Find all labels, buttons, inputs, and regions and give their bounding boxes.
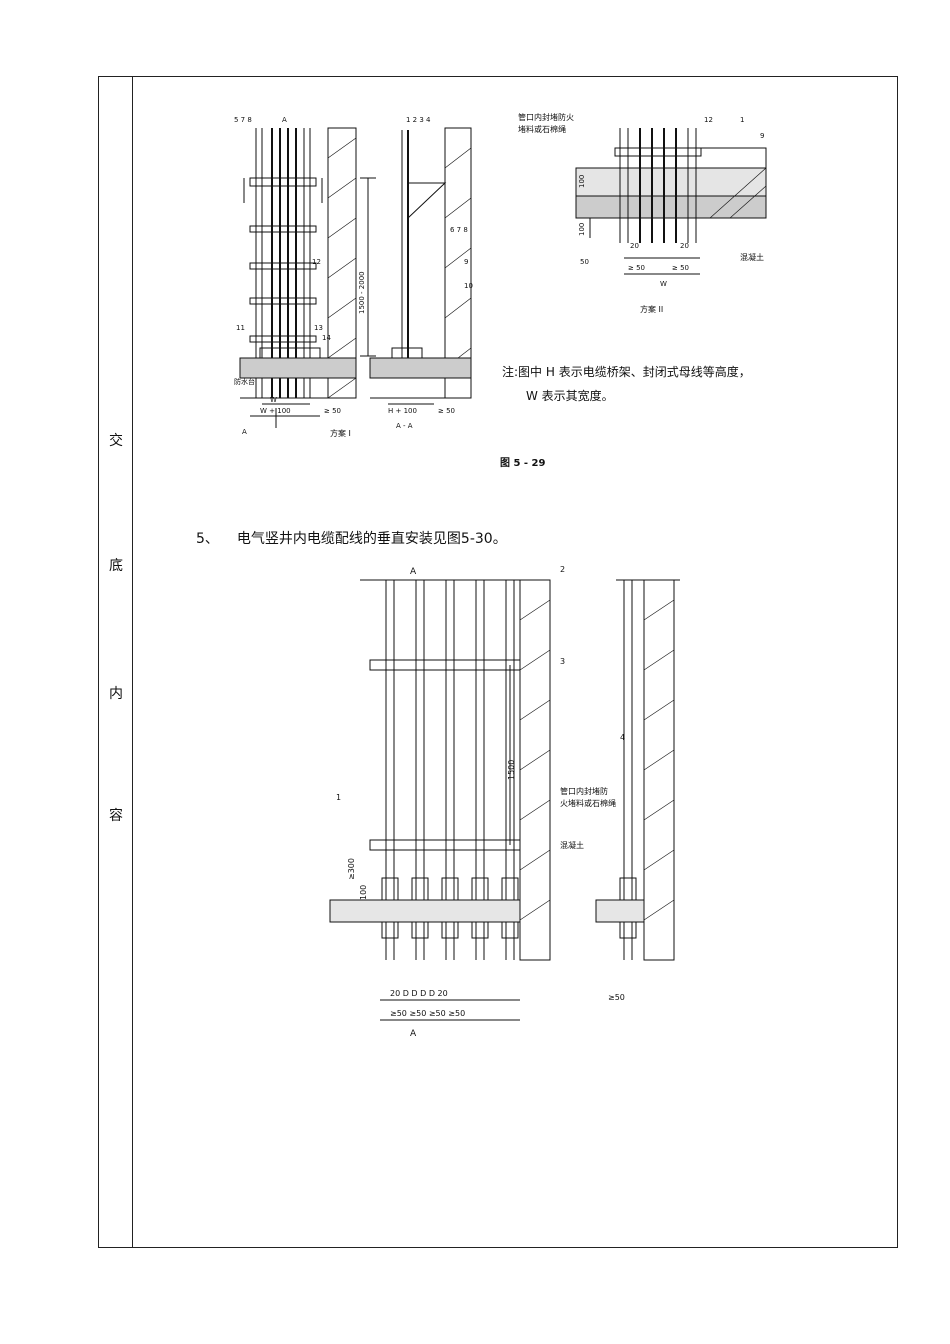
section-aa-drawing bbox=[360, 127, 472, 405]
fill-label-line2: 堵料或石棉绳 bbox=[518, 124, 566, 134]
dim-100-s2a: 100 bbox=[578, 175, 586, 188]
dim-height: 1500 - 2000 bbox=[358, 271, 366, 314]
label-a-top: A bbox=[410, 567, 417, 577]
label-a-bottom: A bbox=[410, 1029, 417, 1039]
dim-w100: W + 100 bbox=[260, 407, 291, 415]
callout-a: A bbox=[282, 116, 287, 124]
item-5: 5、 电气竖井内电缆配线的垂直安装见图5-30。 bbox=[196, 528, 507, 548]
dim-ge50-right: ≥50 bbox=[608, 993, 625, 1002]
figure-5-30-main bbox=[329, 579, 551, 1021]
scheme-2-label: 方案 II bbox=[640, 304, 663, 314]
callout-2: 2 bbox=[560, 565, 565, 574]
callout-10: 10 bbox=[464, 282, 473, 290]
callout-11: 11 bbox=[236, 324, 245, 332]
fill-label-530-line1: 管口内封堵防 bbox=[560, 786, 608, 796]
dim-ge50-section: ≥ 50 bbox=[438, 407, 455, 415]
table-frame bbox=[98, 76, 898, 1248]
callouts-section-mid: 6 7 8 bbox=[450, 226, 468, 234]
item-5-text: 电气竖井内电缆配线的垂直安装见图5-30。 bbox=[236, 531, 507, 547]
callout-14: 14 bbox=[322, 334, 331, 342]
callout-1-530: 1 bbox=[336, 793, 341, 802]
side-label-char: 内 bbox=[109, 686, 123, 702]
figure-5-29: 5 7 8 A 12 11 13 14 防水台 W W + 100 ≥ 50 A… bbox=[234, 112, 767, 469]
side-label-char: 容 bbox=[109, 808, 123, 824]
note-line-2: W 表示其宽度。 bbox=[526, 388, 614, 403]
dim-ge50: ≥ 50 bbox=[324, 407, 341, 415]
dim-20-s2a: 20 bbox=[630, 242, 639, 250]
callout-9: 9 bbox=[464, 258, 468, 266]
callout-12-s2: 12 bbox=[704, 116, 713, 124]
dim-ge50-s2b: ≥ 50 bbox=[672, 264, 689, 272]
figure-5-30-section bbox=[595, 579, 680, 961]
section-label: A - A bbox=[396, 422, 413, 430]
dim-h100: H + 100 bbox=[388, 407, 417, 415]
dim-100: 100 bbox=[359, 885, 368, 900]
dim-20-s2b: 20 bbox=[680, 242, 689, 250]
callouts-section-top: 1 2 3 4 bbox=[406, 116, 431, 124]
fill-label-530-line2: 火堵料或石棉绳 bbox=[560, 798, 616, 808]
figure-5-30: A 2 3 4 1 1500 ≥300 100 管口内封堵防 火堵料或石棉绳 混… bbox=[329, 565, 680, 1039]
dim-row: 20 D D D D 20 bbox=[390, 989, 448, 998]
side-label-char: 交 bbox=[109, 433, 123, 449]
scheme-1-label: 方案 I bbox=[330, 428, 351, 438]
concrete-label-s2: 混凝土 bbox=[740, 252, 764, 262]
callout-4: 4 bbox=[620, 733, 625, 742]
dim-100-s2b: 100 bbox=[578, 223, 586, 236]
dim-1500: 1500 bbox=[507, 760, 516, 780]
concrete-label-530: 混凝土 bbox=[560, 840, 584, 850]
fill-label-line1: 管口内封堵防火 bbox=[518, 112, 574, 122]
callout-12: 12 bbox=[312, 258, 321, 266]
scheme-2-drawing bbox=[575, 128, 767, 275]
callout-1-s2: 1 bbox=[740, 116, 744, 124]
callout-9-s2: 9 bbox=[760, 132, 764, 140]
dim-w-s2: W bbox=[660, 280, 667, 288]
side-label-char: 底 bbox=[109, 558, 123, 574]
callout-s1-top: 5 7 8 bbox=[234, 116, 252, 124]
dim-ge50-row: ≥50 ≥50 ≥50 ≥50 bbox=[390, 1009, 465, 1018]
note-line-1: 注:图中 H 表示电缆桥架、封闭式母线等高度， bbox=[502, 364, 751, 379]
scheme-1-drawing bbox=[239, 127, 357, 428]
waterproof-label: 防水台 bbox=[234, 377, 255, 386]
dim-ge50-s2a: ≥ 50 bbox=[628, 264, 645, 272]
column-divider bbox=[132, 76, 133, 1248]
dim-w: W bbox=[270, 396, 277, 404]
callout-a-bottom: A bbox=[242, 428, 247, 436]
dim-300: ≥300 bbox=[347, 858, 356, 880]
figure-caption: 图 5 - 29 bbox=[500, 457, 546, 469]
dim-50-s2: 50 bbox=[580, 258, 589, 266]
item-5-number: 5、 bbox=[196, 531, 219, 547]
callout-3: 3 bbox=[560, 657, 565, 666]
callout-13: 13 bbox=[314, 324, 323, 332]
